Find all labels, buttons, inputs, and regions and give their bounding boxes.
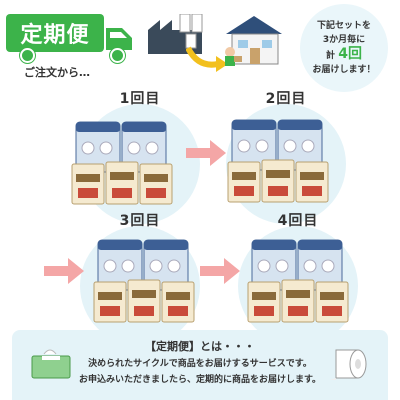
next-arrow-icon [200,258,240,284]
product-set-image [227,119,329,203]
step-4-label: 4回目 [277,213,319,229]
info-line-2: お申込みいただきましたら、定期的に商品をお届けします。 [78,375,322,385]
truck-cargo: 定期便 [6,14,104,52]
order-label: ご注文から… [24,66,90,79]
delivery-truck-icon: 定期便 [6,14,134,64]
factory-icon [148,14,203,54]
curved-arrow-icon [186,46,228,72]
badge-line-1: 下記セットを [316,21,371,31]
schedule-badge: 下記セットを 3か月毎に 計 4回 お届けします！ [300,4,388,92]
info-line-1: 決められたサイクルで商品をお届けするサービスです。 [88,359,312,369]
truck-wheel-icon [110,48,125,63]
step-1-label: 1回目 [119,91,161,107]
step-3-label: 3回目 [119,213,161,229]
next-arrow-icon [186,140,226,166]
house-icon [225,16,282,66]
tissue-box-icon [31,349,71,379]
badge-total-prefix: 計 [326,51,336,61]
product-set-image [247,239,349,323]
next-arrow-icon [44,258,84,284]
service-title: 定期便 [20,23,90,48]
product-set-image [93,239,195,323]
info-title: 【定期便】とは・・・ [145,340,255,353]
info-box [12,330,388,400]
step-2-label: 2回目 [265,91,307,107]
product-set-image [71,121,173,205]
badge-line-2: 3か月毎に [322,35,366,45]
badge-line-4: お届けします！ [312,65,376,75]
badge-total-count: 4回 [338,46,362,62]
badge-total: 計 4回 [326,47,362,63]
truck-wheel-icon [20,48,35,63]
truck-cab-icon [106,28,132,50]
toilet-roll-icon [330,349,367,380]
